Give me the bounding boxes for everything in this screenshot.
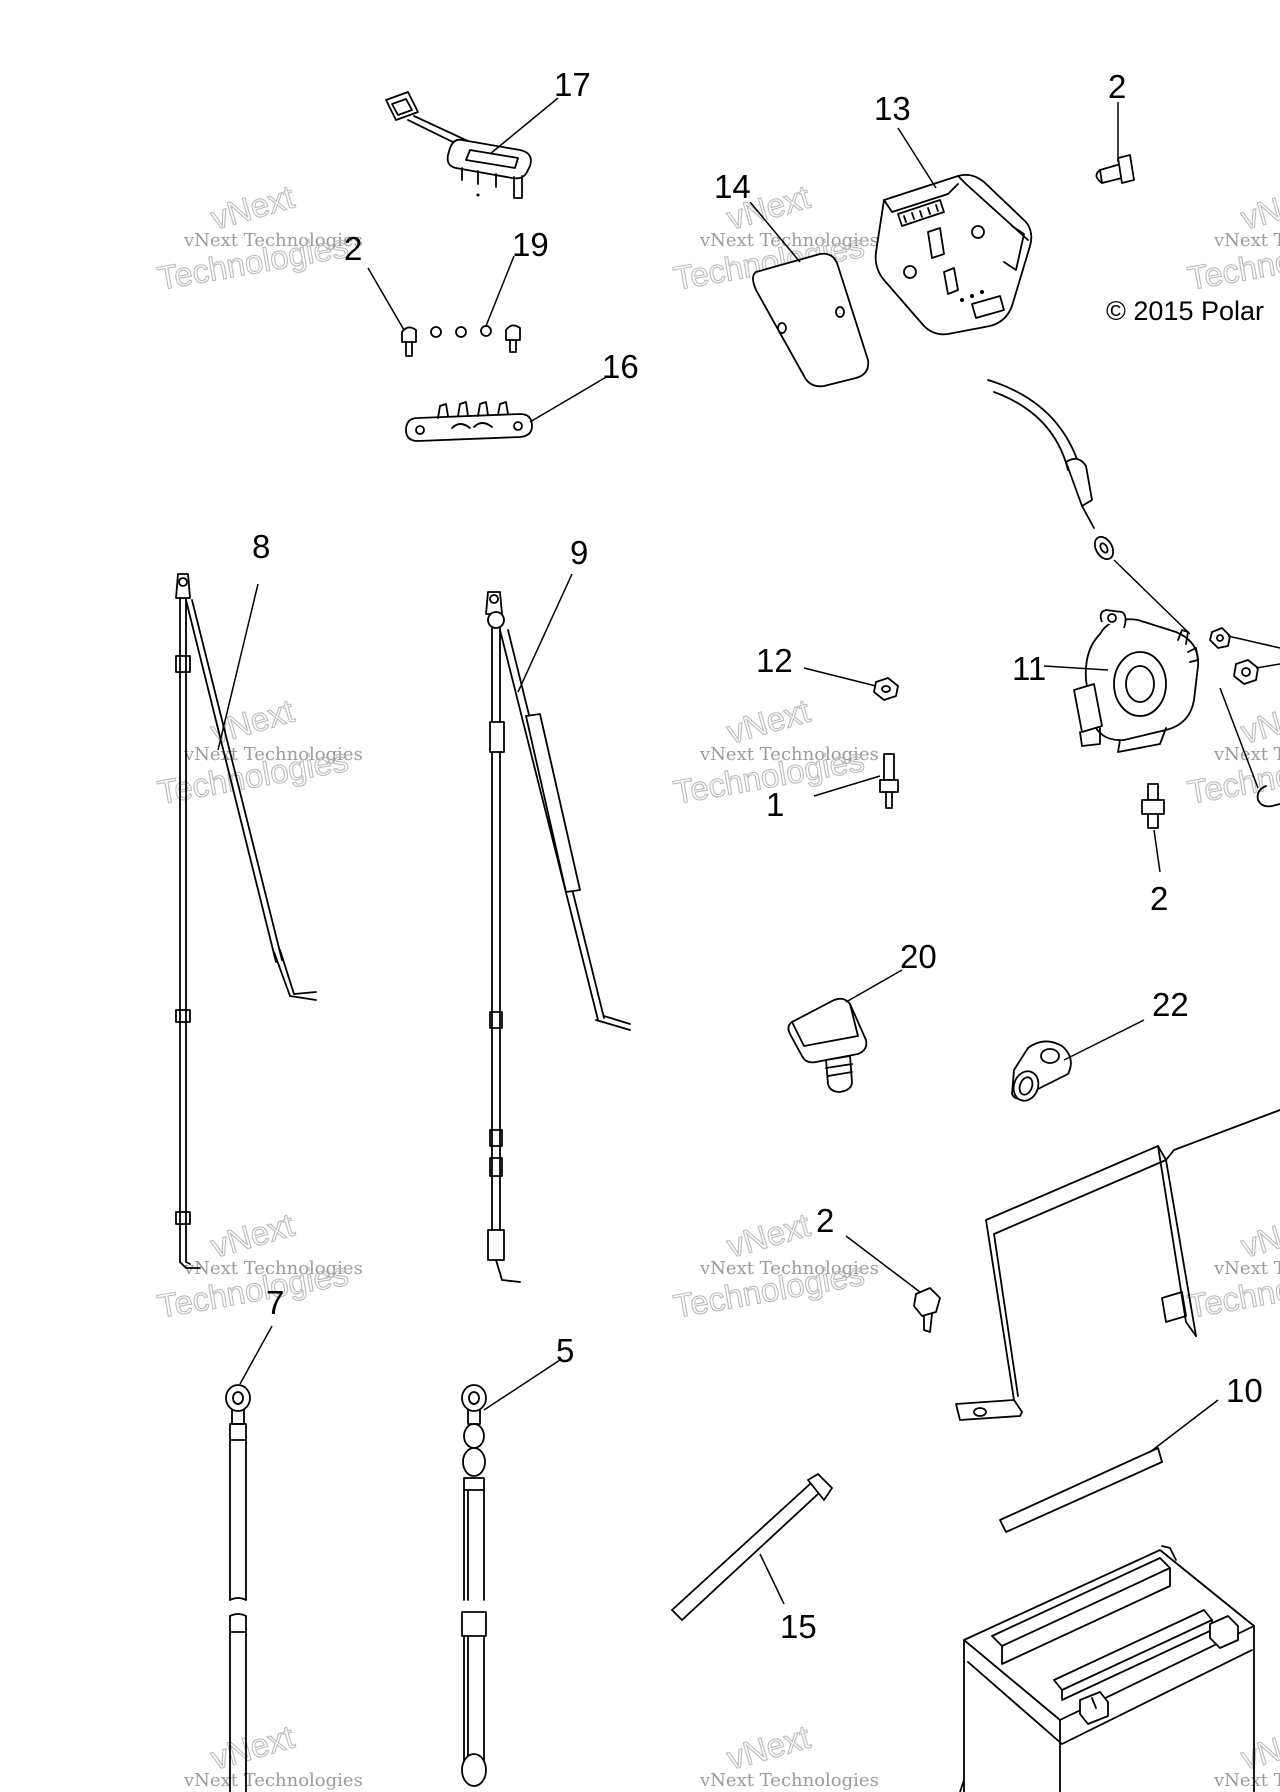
callout-8: 8 (252, 528, 270, 565)
copyright-text: © 2015 Polar (1106, 296, 1264, 326)
callout-2-middle: 2 (1150, 880, 1168, 917)
leader-14 (749, 201, 801, 263)
part-19-fastener-row (401, 324, 521, 357)
leader-19 (485, 255, 515, 327)
watermark: vNext vNext Technologies Technologies (1184, 177, 1280, 297)
ground-cable-top (987, 379, 1115, 561)
callout-12: 12 (756, 642, 793, 679)
part-10-battery-cable (225, 1384, 251, 1792)
part-2-screw-top (1095, 154, 1135, 184)
nuts-right (1209, 627, 1280, 808)
watermark-caption: vNext Technologies (183, 1770, 363, 1791)
watermark-caption: vNext Technologies (183, 1258, 363, 1279)
watermark-arc-text: vNext (723, 1718, 814, 1777)
watermark-arc-text: vNext (1237, 178, 1280, 237)
part-11-bolt (879, 753, 899, 809)
leader-5 (759, 1553, 785, 1605)
leader-cable (1113, 559, 1191, 635)
watermark-caption: vNext Technologies (699, 1258, 879, 1279)
watermark-arc-text: vNext (1237, 692, 1280, 751)
watermark: vNext vNext Technologies (1213, 1717, 1280, 1791)
watermark: vNext vNext Technologies (699, 1717, 879, 1791)
leader-13 (897, 127, 937, 189)
leader-22 (1063, 1019, 1145, 1061)
leader-12 (803, 667, 877, 687)
callout-20: 20 (900, 938, 937, 975)
part-20-terminal-boot (787, 997, 868, 1093)
leader-17 (489, 97, 559, 155)
leader-8 (217, 583, 259, 751)
callout-7: 10 (1226, 1372, 1263, 1409)
leader-9 (517, 573, 573, 693)
callout-2-left: 2 (344, 230, 362, 267)
callout-17: 17 (554, 66, 591, 103)
leader-7 (1149, 1399, 1219, 1453)
callout-9: 9 (570, 534, 588, 571)
callout-15: 5 (556, 1332, 574, 1369)
part-22-terminal-cap (1011, 1040, 1072, 1102)
watermark-caption: vNext Technologies (1213, 744, 1280, 765)
watermark-arc-text: vNext (207, 1206, 298, 1265)
watermark-arc-text: vNext (1237, 1718, 1280, 1777)
watermark-caption: vNext Technologies (1213, 1258, 1280, 1279)
watermark-caption: vNext Technologies (699, 744, 879, 765)
leader-20 (845, 969, 903, 1003)
callout-22: 22 (1152, 986, 1189, 1023)
watermark-arc-text: vNext (1237, 1206, 1280, 1265)
callout-13: 13 (874, 90, 911, 127)
leader-1 (1043, 665, 1109, 671)
callout-19: 19 (512, 226, 549, 263)
watermark-caption: vNext Technologies (1213, 1770, 1280, 1791)
leader-15 (483, 1359, 561, 1411)
watermark-arc-text: vNext (723, 1206, 814, 1265)
part-12-nut (873, 677, 899, 701)
part-2-bolt-middle (1141, 783, 1165, 829)
watermark-arc-text: vNext (723, 692, 814, 751)
watermark: vNext vNext Technologies Technologies (154, 177, 363, 297)
leader-2-left (367, 267, 405, 331)
watermark: vNext vNext Technologies Technologies (670, 1205, 879, 1325)
leader-2-lower (845, 1235, 921, 1293)
leader-11 (813, 775, 881, 797)
part-1-solenoid (1073, 609, 1199, 753)
leader-16 (529, 375, 609, 423)
watermark-caption: vNext Technologies (183, 230, 363, 251)
watermark-arc-text: vNext (207, 178, 298, 237)
watermark: vNext vNext Technologies Technologies (1184, 691, 1280, 811)
part-8-cable (175, 573, 317, 1269)
watermark-caption: vNext Technologies (183, 744, 363, 765)
callout-14: 14 (714, 168, 751, 205)
part-5-rod (671, 1473, 833, 1621)
watermark-caption: vNext Technologies (1213, 230, 1280, 251)
callout-1: 11 (1012, 650, 1046, 687)
callout-2-lower: 2 (816, 1202, 834, 1239)
watermark-caption: vNext Technologies (699, 230, 879, 251)
watermark-group: vNext vNext Technologies Technologies vN… (154, 177, 1280, 1791)
watermark: vNext vNext Technologies Technologies (1184, 1205, 1280, 1325)
part-7-pad (999, 1447, 1163, 1533)
part-14-cover-plate (752, 252, 870, 388)
part-15-battery-cable (461, 1384, 487, 1787)
part-13-relay-module (874, 173, 1033, 336)
watermark-caption: vNext Technologies (699, 1770, 879, 1791)
callout-10: 7 (266, 1284, 284, 1321)
callout-16: 16 (602, 348, 639, 385)
callout-2-top: 2 (1108, 68, 1126, 105)
callout-5: 15 (780, 1608, 817, 1645)
part-2-screw-lower (913, 1287, 941, 1333)
battery-hold-down-bracket (955, 1109, 1280, 1421)
watermark-arc-text: vNext (207, 1718, 298, 1777)
battery (959, 1545, 1255, 1792)
part-9-cable (485, 591, 631, 1283)
leader-2-middle (1153, 829, 1161, 873)
callout-11: 1 (766, 786, 784, 823)
leader-10 (239, 1325, 273, 1385)
part-17-strap-clip (385, 91, 532, 199)
watermark: vNext vNext Technologies (183, 1717, 363, 1791)
part-16-terminal-strip (405, 401, 533, 442)
